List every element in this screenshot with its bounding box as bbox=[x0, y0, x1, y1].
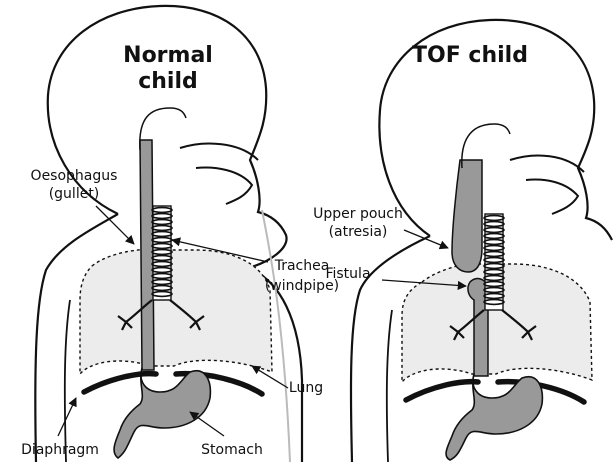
normal-title-line1: Normal bbox=[123, 43, 213, 68]
label-fistula: Fistula bbox=[325, 266, 370, 282]
label-lung: Lung bbox=[289, 380, 323, 396]
label-oesophagus-line1: Oesophagus bbox=[31, 168, 118, 184]
tof-child-figure bbox=[351, 20, 612, 462]
arrow-stomach bbox=[190, 412, 224, 436]
tof-face-mouth bbox=[510, 156, 584, 214]
normal-trachea bbox=[152, 206, 172, 300]
label-trachea-line1: Trachea bbox=[274, 258, 330, 274]
label-stomach: Stomach bbox=[201, 442, 263, 458]
label-diaphragm: Diaphragm bbox=[21, 442, 99, 458]
label-oesophagus-line2: (gullet) bbox=[49, 186, 100, 202]
arrow-diaphragm bbox=[58, 398, 76, 436]
tof-arm-line bbox=[387, 310, 392, 462]
normal-stomach bbox=[114, 368, 210, 458]
normal-oesophagus bbox=[140, 140, 154, 370]
normal-title-line2: child bbox=[138, 69, 198, 94]
tof-stomach bbox=[446, 374, 542, 460]
label-upper-pouch-line2: (atresia) bbox=[329, 224, 388, 240]
tof-upper-pouch bbox=[452, 160, 482, 272]
normal-arm-line bbox=[65, 300, 70, 462]
normal-lung bbox=[80, 249, 272, 374]
label-upper-pouch-line1: Upper pouch bbox=[313, 206, 403, 222]
tof-title: TOF child bbox=[412, 43, 528, 68]
tof-trachea bbox=[484, 214, 504, 310]
normal-face-mouth bbox=[180, 144, 258, 204]
